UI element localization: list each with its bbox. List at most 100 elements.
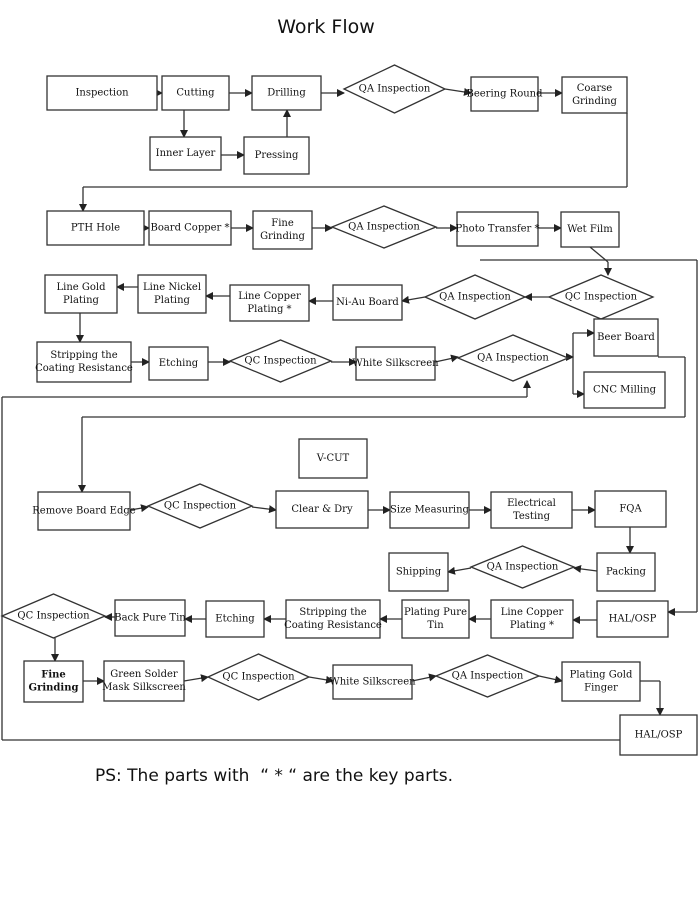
node-label: HAL/OSP [635,730,683,741]
step-box [252,210,313,250]
step-photo-transfer: Photo Transfer * [456,211,539,247]
step-box [148,346,209,381]
step-box [596,552,656,592]
step-box [137,274,207,314]
node-label: Stripping the [50,350,117,361]
node-label: QC Inspection [244,356,317,367]
step-white-silkscreen: White Silkscreen [329,664,416,700]
node-label: Board Copper * [150,223,229,234]
step-box [275,490,369,529]
node-label: Line Copper [238,291,301,302]
connector-line [538,675,563,684]
step-pressing: Pressing [243,136,310,175]
step-clear-dry: Clear & Dry [275,490,369,529]
node-label: QA Inspection [452,671,524,682]
decision-qa-inspection: QA Inspection [330,205,438,249]
node-label: Stripping the [299,607,366,618]
step-box [388,552,449,592]
node-label: Electrical [507,498,556,509]
node-label: Clear & Dry [291,504,353,515]
connector-line [573,564,598,573]
node-label: Plating [154,295,191,306]
node-label: Beering Round [466,89,543,100]
step-box [470,76,539,112]
node-label: FQA [619,504,642,515]
step-box [594,490,667,528]
node-label: Grinding [29,683,79,694]
step-box [243,136,310,175]
step-box [46,210,145,246]
step-box [355,346,436,381]
node-label: Coating Resistance [284,620,382,631]
decision-qc-inspection: QC Inspection [547,274,655,320]
node-label: Plating * [247,304,291,315]
connectors [1,87,698,741]
step-box [251,75,322,111]
node-label: QC Inspection [17,611,90,622]
node-label: Cutting [176,88,215,99]
step-box [490,491,573,529]
node-label: Finger [584,683,618,694]
node-label: Pressing [255,150,299,161]
step-packing: Packing [596,552,656,592]
step-box [37,491,131,531]
node-label: Back Pure Tin [114,613,186,624]
node-label: Wet Film [567,224,613,235]
step-size-measuring: Size Measuring [389,491,470,529]
node-label: QA Inspection [439,292,511,303]
step-etching: Etching [148,346,209,381]
step-box [148,210,232,246]
node-label: Fine [271,218,294,229]
step-back-pure-tin: Back Pure Tin [114,599,186,637]
node-label: QA Inspection [359,84,431,95]
node-label: Line Copper [501,607,564,618]
node-label: Fine [41,670,66,681]
node-label: Ni-Au Board [336,297,399,308]
step-white-silkscreen: White Silkscreen [352,346,439,381]
step-beering-round: Beering Round [466,76,543,112]
step-box [229,284,310,322]
node-label: Coating Resistance [35,363,133,374]
node-label: Plating * [510,620,554,631]
node-label: Size Measuring [390,505,470,516]
decision-qa-inspection: QA Inspection [434,654,541,698]
step-box [560,211,620,248]
node-label: PTH Hole [71,223,120,234]
connector-line [308,675,334,684]
node-label: Line Gold [57,282,107,293]
step-box [44,274,118,314]
step-box [490,599,574,639]
decision-shape [547,274,655,320]
node-label: Packing [606,567,647,578]
step-box [332,284,403,321]
decision-shape [206,653,311,701]
node-label: Plating Pure [404,607,467,618]
node-label: Mask Silkscreen [102,682,186,693]
step-box [149,136,222,171]
connector-line [401,295,426,304]
decision-qc-inspection: QC Inspection [206,653,311,701]
step-box [389,491,470,529]
node-label: Plating [63,295,100,306]
node-label: HAL/OSP [609,614,657,625]
step-box [401,599,470,639]
step-v-cut: V-CUT [298,438,368,479]
step-inner-layer: Inner Layer [149,136,222,171]
connector-line [129,504,149,513]
step-inspection: Inspection [46,75,158,111]
step-box [46,75,158,111]
step-hal-osp: HAL/OSP [596,600,669,638]
step-box [23,660,84,703]
step-wet-film: Wet Film [560,211,620,248]
connector-line [411,673,437,682]
step-etching: Etching [205,600,265,638]
node-label: Inspection [75,88,129,99]
